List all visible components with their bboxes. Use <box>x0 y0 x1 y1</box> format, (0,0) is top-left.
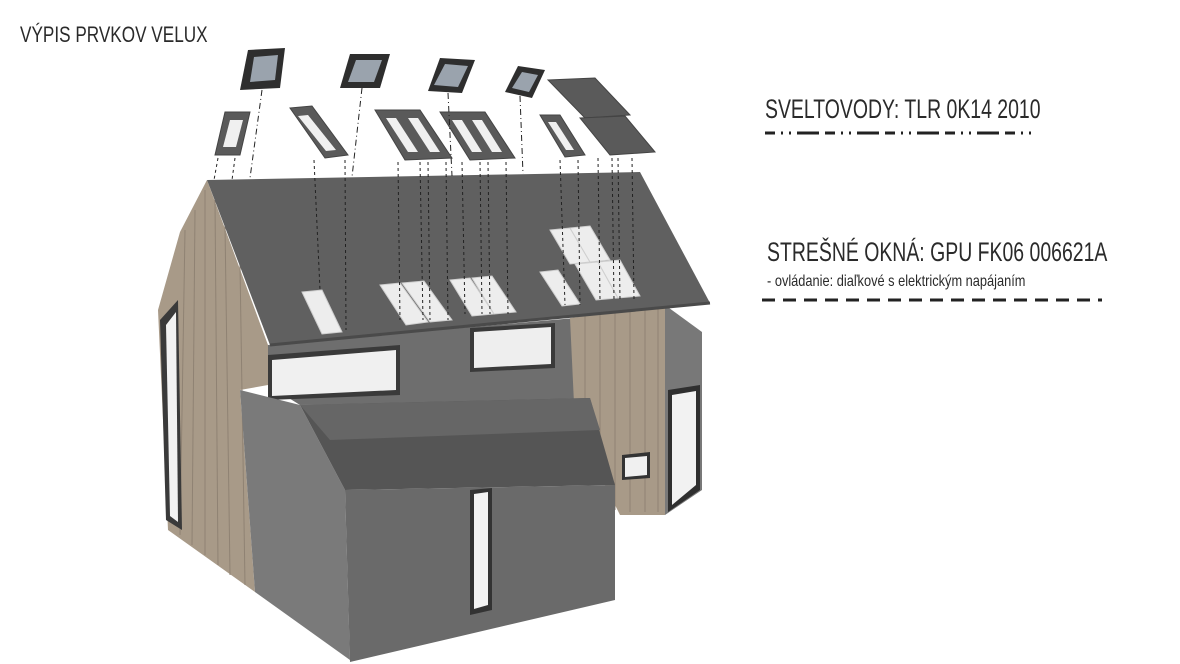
main-roof <box>207 172 710 345</box>
wood-cladding <box>179 190 246 586</box>
roof-windows <box>301 225 641 335</box>
legend-roof-windows-label: STREŠNÉ OKNÁ: GPU FK06 006621A <box>767 237 1108 267</box>
legend-light-tubes-label: SVELTOVODY: TLR 0K14 2010 <box>765 94 1041 124</box>
projection-lines-dashed <box>213 157 635 331</box>
legend-roof-windows-note: - ovládanie: diaľkové s elektrickým napá… <box>767 273 1026 290</box>
projection-lines-dash-dot <box>249 87 524 179</box>
lower-left-volume <box>240 390 350 660</box>
drawing-title: VÝPIS PRVKOV VELUX <box>20 22 208 47</box>
light-tubes <box>240 48 545 98</box>
frame-glass <box>223 115 574 152</box>
